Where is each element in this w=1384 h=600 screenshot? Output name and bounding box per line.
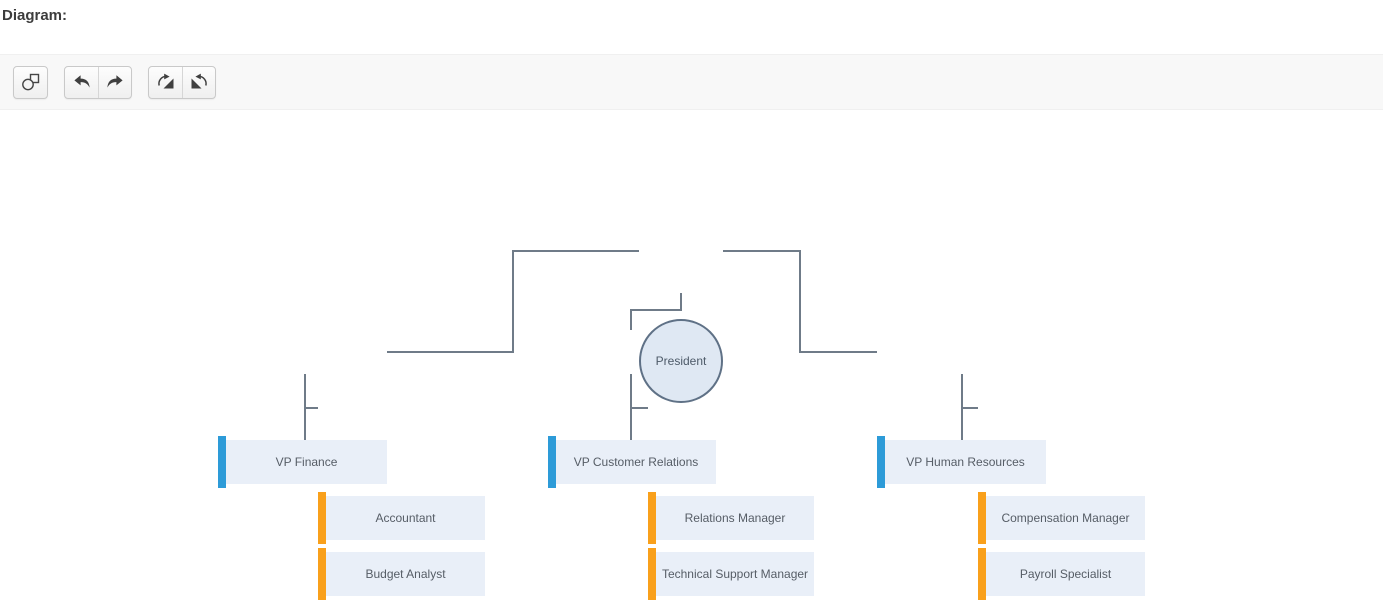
- redo-icon: [105, 72, 125, 92]
- rotate-counterclockwise-button[interactable]: [182, 66, 215, 98]
- page-title: Diagram:: [2, 7, 68, 24]
- node-label: Compensation Manager: [986, 496, 1145, 540]
- redo-button[interactable]: [98, 66, 131, 98]
- org-node-president[interactable]: President: [639, 319, 723, 403]
- accent-bar: [877, 436, 885, 488]
- shapes-button[interactable]: [14, 67, 47, 98]
- node-label: President: [655, 354, 707, 368]
- node-label: Technical Support Manager: [656, 552, 814, 596]
- accent-bar: [318, 548, 326, 600]
- node-label: VP Customer Relations: [556, 440, 716, 484]
- accent-bar: [648, 548, 656, 600]
- accent-bar: [318, 492, 326, 544]
- org-node-compensation-manager[interactable]: Compensation Manager: [978, 492, 1145, 544]
- accent-bar: [978, 548, 986, 600]
- org-node-accountant[interactable]: Accountant: [318, 492, 485, 544]
- diagram-toolbar: [0, 54, 1383, 110]
- rotate-clockwise-button[interactable]: [149, 67, 182, 98]
- node-label: Accountant: [326, 496, 485, 540]
- node-label: Budget Analyst: [326, 552, 485, 596]
- org-node-vp-human-resources[interactable]: VP Human Resources: [877, 436, 1046, 488]
- undo-button[interactable]: [65, 67, 98, 98]
- org-node-vp-finance[interactable]: VP Finance: [218, 436, 387, 488]
- shapes-icon: [21, 72, 41, 92]
- node-label: Payroll Specialist: [986, 552, 1145, 596]
- rotate-clockwise-icon: [156, 72, 176, 92]
- rotate-button-group: [148, 65, 216, 99]
- undo-icon: [72, 72, 92, 92]
- org-node-budget-analyst[interactable]: Budget Analyst: [318, 548, 485, 600]
- org-node-vp-customer-relations[interactable]: VP Customer Relations: [548, 436, 716, 488]
- accent-bar: [218, 436, 226, 488]
- connector-lines: [304, 250, 978, 465]
- node-label: VP Human Resources: [885, 440, 1046, 484]
- accent-bar: [648, 492, 656, 544]
- accent-bar: [548, 436, 556, 488]
- org-node-relations-manager[interactable]: Relations Manager: [648, 492, 814, 544]
- node-label: VP Finance: [226, 440, 387, 484]
- rotate-counterclockwise-icon: [189, 72, 209, 92]
- accent-bar: [978, 492, 986, 544]
- org-node-payroll-specialist[interactable]: Payroll Specialist: [978, 548, 1145, 600]
- node-label: Relations Manager: [656, 496, 814, 540]
- org-node-technical-support-manager[interactable]: Technical Support Manager: [648, 548, 814, 600]
- diagram-canvas[interactable]: President VP Finance VP Customer Relatio…: [0, 110, 1384, 600]
- shapes-button-group: [13, 65, 48, 99]
- history-button-group: [64, 65, 132, 99]
